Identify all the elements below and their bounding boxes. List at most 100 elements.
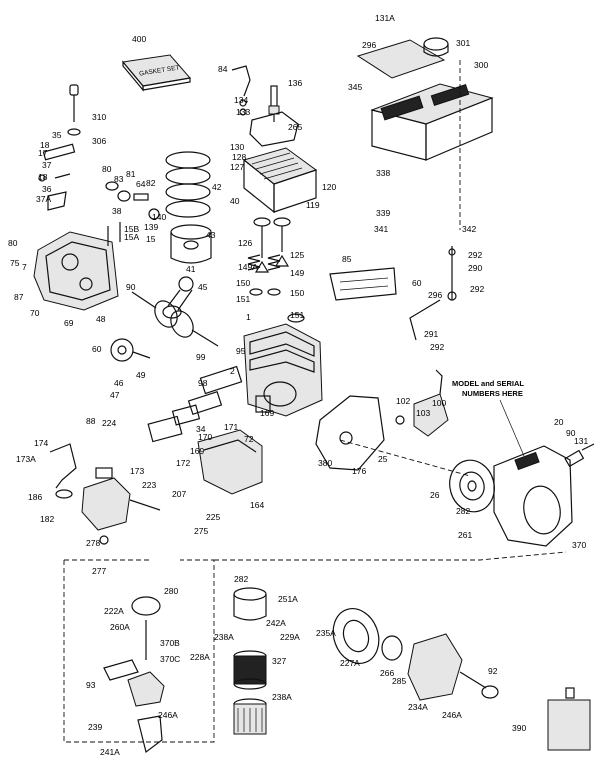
callout-label: 169 — [260, 408, 274, 418]
callout-label: 25 — [378, 454, 388, 464]
callout-label: 92 — [488, 666, 498, 676]
piston — [170, 224, 212, 264]
callout-label: 222A — [104, 606, 124, 616]
note-line-1: MODEL and SERIAL — [452, 379, 524, 388]
callout-label: 310 — [92, 112, 106, 122]
air-cleaner-cover — [356, 37, 449, 79]
callout-label: 47 — [110, 390, 120, 400]
governor-gear-parts — [105, 181, 160, 246]
callout-label: 2 — [230, 366, 235, 376]
callout-label: 150 — [290, 288, 304, 298]
callout-label: 260A — [110, 622, 130, 632]
callout-label: 174 — [34, 438, 48, 448]
governor-linkage — [38, 143, 76, 211]
callout-label: 126 — [238, 238, 252, 248]
callout-label: 72 — [244, 434, 254, 444]
ignition-coil — [395, 369, 449, 437]
callout-label: 265 — [288, 122, 302, 132]
callout-label: 151 — [290, 310, 304, 320]
callout-label: 296 — [428, 290, 442, 300]
callout-label: 1 — [246, 312, 251, 322]
callout-label: 182 — [40, 514, 54, 524]
callout-label: 43 — [206, 230, 216, 240]
callout-label: 103 — [416, 408, 430, 418]
callout-label: 275 — [194, 526, 208, 536]
callout-label: 169 — [190, 446, 204, 456]
callout-label: 149 — [290, 268, 304, 278]
callout-label: 149A — [238, 262, 258, 272]
flywheel — [449, 459, 495, 513]
camshaft — [110, 338, 151, 362]
callout-label: 134 — [234, 95, 248, 105]
callout-label: 84 — [218, 64, 228, 74]
callout-label: 80 — [8, 238, 18, 248]
callout-label: 120 — [322, 182, 336, 192]
callout-label: 64 — [136, 179, 146, 189]
callout-label: 130 — [230, 142, 244, 152]
callout-label: 75 — [10, 258, 20, 268]
callout-label: 46 — [114, 378, 124, 388]
callout-label: 7 — [22, 262, 27, 272]
callout-label: 241A — [100, 747, 120, 757]
callout-label: 85 — [342, 254, 352, 264]
carburetor-boundary — [63, 559, 215, 743]
recoil-starter — [332, 608, 463, 701]
callout-label: 99 — [196, 352, 206, 362]
callout-label: 128 — [232, 152, 246, 162]
callout-label: 37 — [42, 160, 52, 170]
callout-label: 164 — [250, 500, 264, 510]
callout-label: 172 — [176, 458, 190, 468]
callout-label: 280 — [164, 586, 178, 596]
callout-label: 235A — [316, 628, 336, 638]
back-plate — [315, 395, 385, 471]
callout-label: 119 — [306, 200, 320, 210]
callout-label: 342 — [462, 224, 476, 234]
callout-label: 100 — [432, 398, 446, 408]
callout-label: 234A — [408, 702, 428, 712]
exhaust-gaskets — [147, 404, 201, 443]
callout-label: 18 — [38, 172, 48, 182]
callout-label: 292 — [470, 284, 484, 294]
callout-label: 70 — [30, 308, 40, 318]
callout-label: 18 — [40, 140, 50, 150]
model-serial-note: MODEL and SERIAL NUMBERS HERE — [452, 379, 524, 457]
callout-label: 238A — [272, 692, 292, 702]
callout-label: 81 — [126, 169, 136, 179]
connecting-rod — [162, 276, 194, 319]
callout-label: 242A — [266, 618, 286, 628]
callout-label: 370 — [572, 540, 586, 550]
callout-label: 102 — [396, 396, 410, 406]
callout-label: 15B — [124, 224, 139, 234]
callout-label: 150 — [236, 278, 250, 288]
callout-label: 228A — [190, 652, 210, 662]
callout-label: 176 — [352, 466, 366, 476]
crankshaft — [131, 291, 219, 347]
cylinder-head — [242, 147, 318, 214]
callout-label: 87 — [14, 292, 24, 302]
air-filter-paper — [233, 698, 267, 735]
dipstick — [67, 84, 81, 136]
callout-label: 370B — [160, 638, 180, 648]
callout-label: 41 — [186, 264, 196, 274]
callout-label: 291 — [424, 329, 438, 339]
callout-label: 223 — [142, 480, 156, 490]
callout-label: 246A — [442, 710, 462, 720]
callout-label: 88 — [86, 416, 96, 426]
callout-label: 282 — [234, 574, 248, 584]
callout-label: 370C — [160, 654, 180, 664]
oil-bottle — [547, 687, 591, 751]
callout-label: 338 — [376, 168, 390, 178]
callout-label: 229A — [280, 632, 300, 642]
callout-label: 15 — [146, 234, 156, 244]
callout-label: 26 — [430, 490, 440, 500]
callout-label: 90 — [566, 428, 576, 438]
callout-label: 82 — [146, 178, 156, 188]
crankcase-cover — [33, 231, 119, 311]
callout-label: 227A — [340, 658, 360, 668]
air-filter-cartridge — [233, 587, 267, 621]
callout-label: 173A — [16, 454, 36, 464]
valves — [253, 217, 291, 273]
fuel-shutoff-valve — [564, 443, 595, 468]
